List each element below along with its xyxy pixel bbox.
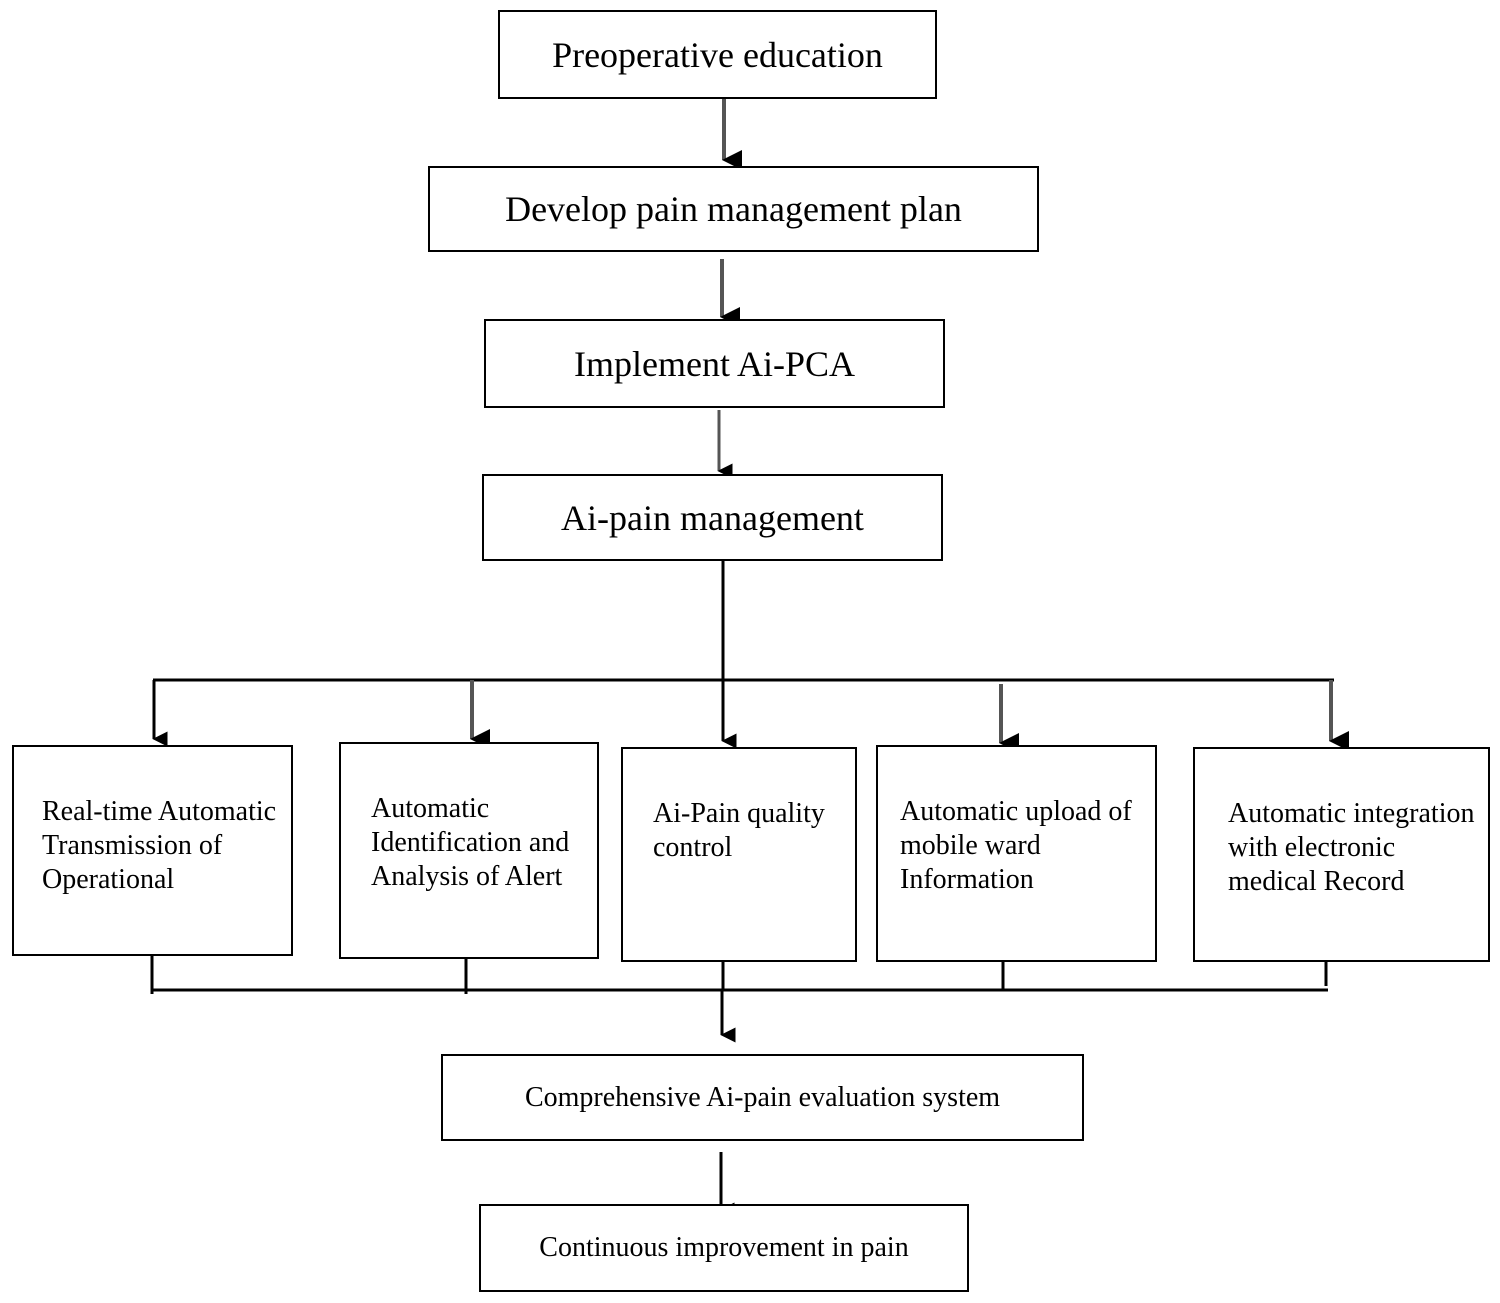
branch-emr-integration: Automatic integration with electronic me…	[1193, 747, 1490, 962]
output-evaluation-system: Comprehensive Ai-pain evaluation system	[441, 1054, 1084, 1141]
step-label: Preoperative education	[552, 34, 883, 75]
step-label: Implement Ai-PCA	[574, 343, 855, 384]
branch-label: Automatic Identification and Analysis of…	[371, 793, 570, 892]
step-label: Develop pain management plan	[505, 189, 962, 229]
branch-label: Automatic upload of mobile ward Informat…	[900, 796, 1132, 895]
output-label: Continuous improvement in pain	[539, 1232, 909, 1263]
branch-alert-identification: Automatic Identification and Analysis of…	[339, 742, 599, 959]
branch-quality-control: Ai-Pain quality control	[621, 747, 857, 962]
branch-real-time-transmission: Real-time Automatic Transmission of Oper…	[12, 745, 293, 956]
step-preoperative-education: Preoperative education	[498, 10, 937, 99]
branch-label: Real-time Automatic Transmission of Oper…	[42, 796, 277, 895]
branch-label: Ai-Pain quality control	[653, 798, 825, 863]
step-ai-pain-management: Ai-pain management	[482, 474, 943, 561]
output-continuous-improvement: Continuous improvement in pain	[479, 1204, 969, 1292]
step-implement-ai-pca: Implement Ai-PCA	[484, 319, 945, 408]
step-develop-pain-management-plan: Develop pain management plan	[428, 166, 1039, 252]
output-label: Comprehensive Ai-pain evaluation system	[524, 1081, 1001, 1113]
branch-label: Automatic integration with electronic me…	[1228, 798, 1475, 897]
branch-mobile-ward-upload: Automatic upload of mobile ward Informat…	[876, 745, 1157, 962]
step-label: Ai-pain management	[561, 497, 864, 538]
